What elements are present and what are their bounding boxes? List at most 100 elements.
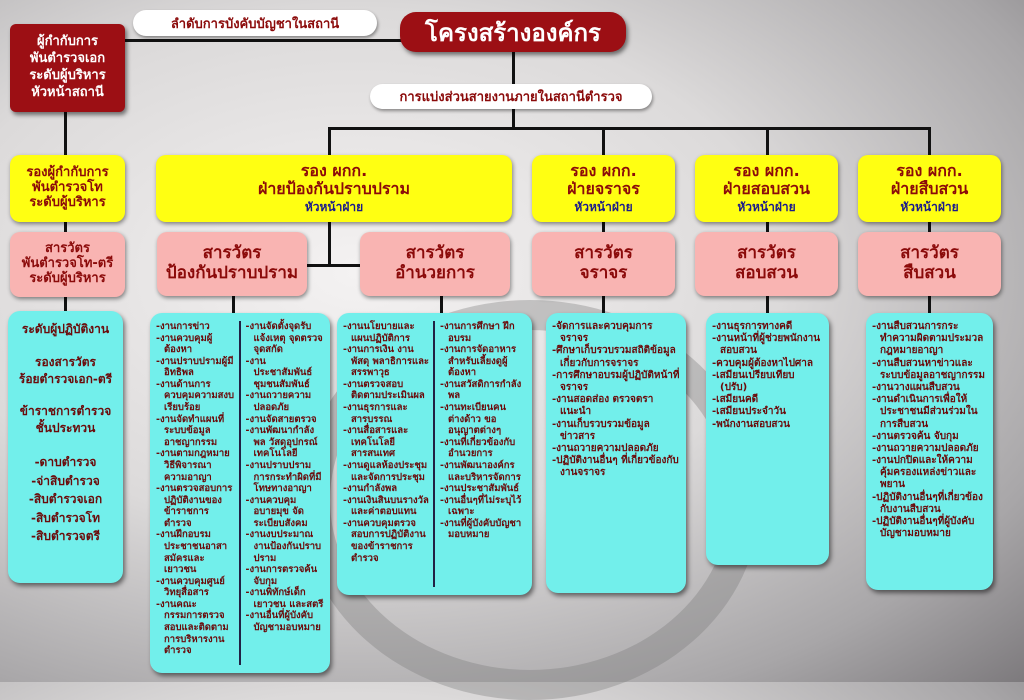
duty-list: -งานธุรการทางคดี-งานหน้าที่ผู้ช่วยพนักงา… <box>712 321 823 431</box>
text: พันตำรวจโท-ตรี <box>21 256 114 272</box>
deputy-box: รองผู้กำกับการพันตำรวจโทระดับผู้บริหาร <box>10 155 125 222</box>
operational-level-box: ระดับผู้ปฏิบัติงาน รองสารวัตรร้อยตำรวจเอ… <box>8 311 123 583</box>
unit-administration: สารวัตรอำนวยการ <box>360 232 510 296</box>
duty-item: -งานพัฒนากำลังพล วัสดุอุปกรณ์ เทคโนโลยี <box>245 425 318 460</box>
text: ฝ่ายป้องกันปราบปราม <box>257 179 411 199</box>
duty-item: -งานสวัสดิการกำลังพล <box>440 378 522 402</box>
duty-item: -งานจัดทำแผนที่ระบบข้อมูลอาชญากรรม <box>156 413 225 448</box>
duty-item: -งานดำเนินการเพื่อให้ประชาชนมีส่วนร่วมใน… <box>872 394 978 430</box>
division-label: การแบ่งส่วนสายงานภายในสถานีตำรวจ <box>370 84 652 109</box>
duty-item: -งานทะเบียนคนต่างด้าว ขออนุญาตต่างๆ <box>440 402 506 437</box>
unit-prevention: สารวัตรป้องกันปราบปราม <box>157 232 307 296</box>
division-investigation: รอง ผกก.ฝ่ายสืบสวนหัวหน้าฝ่าย <box>858 155 1001 222</box>
connector <box>766 127 769 317</box>
duty-list: -จัดการและควบคุมการจราจร-ศึกษาเก็บรวบรวม… <box>552 321 680 479</box>
duty-item: -งานเก็บรวบรวมข้อมูลข่าวสาร <box>552 418 650 442</box>
duty-item: -งานพิทักษ์เด็ก เยาวชน และสตรี <box>245 587 324 610</box>
duties-administration: -งานนโยบายและแผนปฏิบัติการ-งานการเงิน งา… <box>337 313 532 595</box>
text: รองผู้กำกับการ <box>26 165 109 181</box>
duty-item: -งานอื่นที่ผู้บังคับบัญชามอบหมาย <box>245 610 321 634</box>
duty-item: -งานประชาสัมพันธ์ชุมชนสัมพันธ์ <box>245 355 313 390</box>
text: -สิบตำรวจตรี <box>31 529 100 544</box>
duty-item: -งานถวายความปลอดภัย <box>245 390 312 414</box>
text: พันตำรวจโท <box>32 180 103 196</box>
text: ฝ่ายสอบสวน <box>723 179 810 199</box>
text: ผู้กำกับการ <box>36 34 99 50</box>
text: รองสารวัตร <box>35 354 96 369</box>
duty-item: -งานจัดตั้งจุดรับแจ้งเหตุ จุดตรวจ จุดสกั… <box>245 321 323 356</box>
duty-list: -งานนโยบายและแผนปฏิบัติการ-งานการเงิน งา… <box>343 321 429 587</box>
text: รอง ผกก. <box>896 160 963 180</box>
duty-item: -งานการศึกษา ฝึกอบรม <box>440 321 515 344</box>
duty-item: -งานการข่าว <box>156 321 210 332</box>
duty-item: -งานอื่นๆที่ไม่ระบุไว้เฉพาะ <box>440 494 522 518</box>
text: สารวัตร <box>45 241 90 257</box>
duty-item: -พนักงานสอบสวน <box>712 418 790 430</box>
unit-traffic: สารวัตรจราจร <box>532 232 675 296</box>
duty-item: -งานตรวจค้น จับกุม <box>872 430 959 442</box>
text: -ดาบตำรวจ <box>34 454 97 469</box>
duty-item: -งานการจัดอาหารสำหรับเลี้ยงดูผู้ต้องหา <box>440 344 517 379</box>
text: จราจร <box>579 263 628 283</box>
duty-item: -งานหน้าที่ผู้ช่วยพนักงานสอบสวน <box>712 333 821 357</box>
duty-item: -งานถวายความปลอดภัย <box>872 442 979 454</box>
duty-item: -งานฝึกอบรมประชาชนอาสาสมัครและเยาวชน <box>156 529 228 576</box>
duty-item: -งานสืบสวนการกระทำความผิดตามประมวลกฎหมาย… <box>872 321 984 357</box>
duty-item: -งานตรวจสอบติดตามประเมินผล <box>343 378 425 402</box>
text: ระดับผู้บริหาร <box>29 270 106 286</box>
duty-item: -งานการตรวจค้นจับกุม <box>245 564 318 587</box>
duties-prevention: -งานการข่าว-งานควบคุมผู้ต้องหา-งานปราบปร… <box>150 313 330 673</box>
duty-item: -ศึกษาเก็บรวบรวมสถิติข้อมูลเกี่ยวกับการจ… <box>552 345 676 369</box>
text: รอง ผกก. <box>570 160 637 180</box>
division-traffic: รอง ผกก.ฝ่ายจราจรหัวหน้าฝ่าย <box>532 155 675 222</box>
duty-list: -งานสืบสวนการกระทำความผิดตามประมวลกฎหมาย… <box>872 321 987 540</box>
duty-item: -งานกำลังพล <box>343 483 398 495</box>
duty-list: -งานการศึกษา ฝึกอบรม-งานการจัดอาหารสำหรั… <box>433 321 526 587</box>
duty-item: -ปฏิบัติงานอื่นๆที่ผู้บังคับบัญชามอบหมาย <box>872 516 975 540</box>
text: ร้อยตำรวจเอก-ตรี <box>18 371 113 386</box>
operational-heading: ระดับผู้ปฏิบัติงาน <box>21 322 110 336</box>
duty-item: -งานเงินสินบนรางวัลและค่าตอบแทน <box>343 494 429 518</box>
ranks: -ดาบตำรวจ-จ่าสิบตำรวจ-สิบตำรวจเอก-สิบตำร… <box>14 453 117 546</box>
chain-of-command-label: ลำดับการบังคับบัญชาในสถานี <box>133 10 377 36</box>
text: สอบสวน <box>735 263 798 283</box>
text: สารวัตร <box>405 243 465 264</box>
duty-item: -งานปกปิดและให้ความคุ้มครองแหล่งข่าวและพ… <box>872 455 977 491</box>
duty-item: -งานงบประมาณงานป้องกันปราบปราม <box>245 529 322 564</box>
division-inquiry: รอง ผกก.ฝ่ายสอบสวนหัวหน้าฝ่าย <box>695 155 838 222</box>
division-prevention: รอง ผกก.ฝ่ายป้องกันปราบปรามหัวหน้าฝ่าย <box>156 155 512 222</box>
duty-list: -งานการข่าว-งานควบคุมผู้ต้องหา-งานปราบปร… <box>156 321 235 665</box>
text: สารวัตร <box>574 243 633 264</box>
duty-list: -งานจัดตั้งจุดรับแจ้งเหตุ จุดตรวจ จุดสกั… <box>238 321 325 665</box>
text: สารวัตร <box>202 243 262 264</box>
text: ฝ่ายจราจร <box>567 179 640 199</box>
duty-item: -งานประชาสัมพันธ์ <box>440 483 520 495</box>
duties-investigation: -งานสืบสวนการกระทำความผิดตามประมวลกฎหมาย… <box>866 313 993 590</box>
text: หัวหน้าฝ่าย <box>737 200 796 215</box>
duty-item: -งานควบคุมตรวจสอบการปฏิบัติงานของข้าราชก… <box>343 517 426 564</box>
text: อำนวยการ <box>395 263 475 283</box>
officers: ข้าราชการตำรวจชั้นประทวน <box>14 403 117 437</box>
text: หัวหน้าฝ่าย <box>900 200 959 215</box>
duty-item: -งานตรวจสอบการปฏิบัติงานของข้าราชการตำรว… <box>156 483 233 529</box>
page-title: โครงสร้างองค์กร <box>400 12 626 52</box>
text: -สิบตำรวจโท <box>30 510 101 525</box>
connector <box>328 127 930 130</box>
duty-item: -ปฏิบัติงานอื่นๆ ที่เกี่ยวข้องกับงานจราจ… <box>552 455 679 479</box>
text: สืบสวน <box>903 263 956 283</box>
duty-item: -งานปราบปรามการกระทำผิดที่มีโทษทางอาญา <box>245 459 322 495</box>
duty-item: -งานสอดส่อง ตรวจตราแนะนำ <box>552 394 654 418</box>
text: หัวหน้าฝ่าย <box>304 200 364 215</box>
text: รอง ผกก. <box>733 160 800 180</box>
duty-item: -งานสืบสวนหาข่าวและระบบข้อมูลอาชญากรรม <box>872 357 985 381</box>
unit-inquiry: สารวัตรสอบสวน <box>695 232 838 296</box>
duty-item: -งานธุรการและสารบรรณ <box>343 402 408 425</box>
connector <box>440 290 443 315</box>
duty-item: -งานควบคุมศูนย์วิทยุสื่อสาร <box>156 575 225 599</box>
duty-item: -งานสื่อสารและเทคโนโลยีสารสนเทศ <box>343 425 409 460</box>
text: ข้าราชการตำรวจ <box>19 404 112 419</box>
duty-item: -งานควบคุมอบายมุข จัดระเบียบสังคม <box>245 494 308 529</box>
connector <box>300 264 362 267</box>
text: ระดับผู้บริหาร <box>29 68 106 83</box>
text: ชั้นประทวน <box>35 421 96 436</box>
